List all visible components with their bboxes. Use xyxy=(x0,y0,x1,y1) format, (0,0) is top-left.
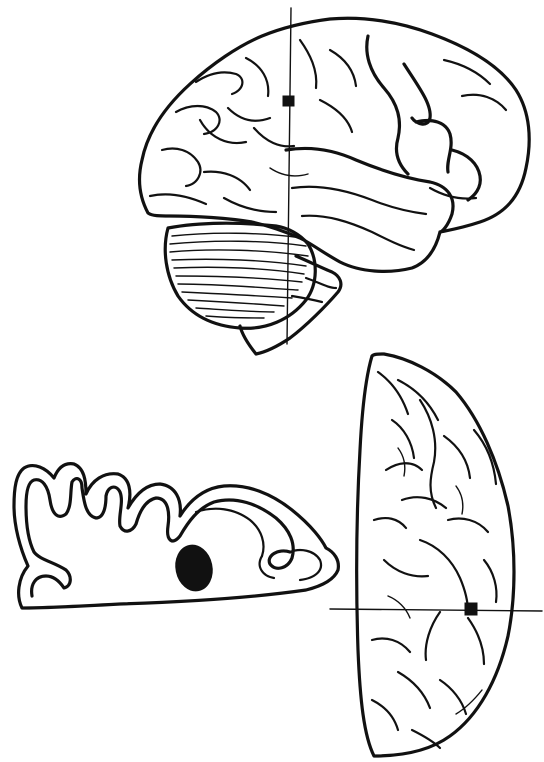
brain-stem xyxy=(240,256,341,354)
central-sulcus xyxy=(367,36,408,174)
section-inner-contour xyxy=(26,479,293,596)
temporal-sulcus xyxy=(292,187,426,214)
lesion-marker-lateral xyxy=(283,96,294,106)
coronal-section xyxy=(14,464,338,608)
sylvian-fissure xyxy=(286,148,453,232)
lateral-brain-view xyxy=(140,8,530,354)
horizontal-reference-line xyxy=(330,609,542,611)
lesion-marker-dorsal xyxy=(465,603,477,615)
lesion-blob-section xyxy=(172,542,217,594)
hemisphere-sulci xyxy=(372,372,497,748)
dorsal-hemisphere-view xyxy=(330,354,542,756)
